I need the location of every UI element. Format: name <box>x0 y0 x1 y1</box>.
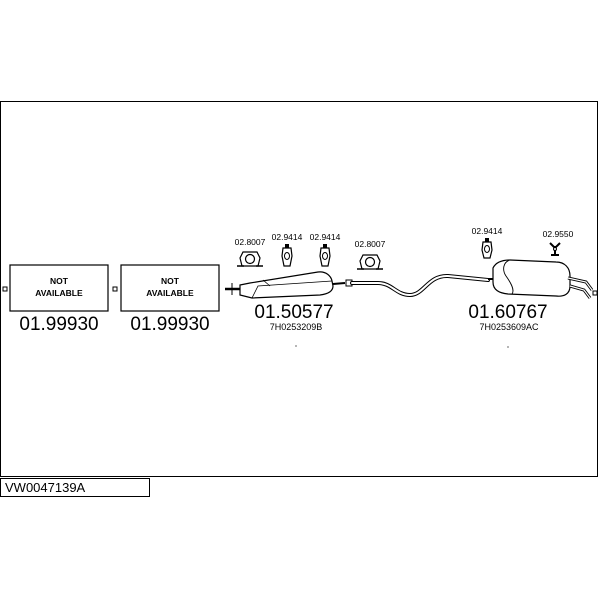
diagram-frame <box>0 101 598 477</box>
fitting-6[interactable]: 02.9550 <box>543 229 574 256</box>
fitting-1[interactable]: 02.8007 <box>235 237 266 267</box>
rear-silencer-oem: 7H0253609AC <box>479 322 539 332</box>
diagram-code: VW0047139A <box>0 478 150 497</box>
left-end-marker <box>2 286 8 292</box>
na-line2-1: AVAILABLE <box>35 288 83 298</box>
front-silencer[interactable]: 01.50577 7H0253209B <box>225 271 346 347</box>
fitting-label-5: 02.9414 <box>472 226 503 236</box>
na-part-number-2: 01.99930 <box>130 314 209 335</box>
fitting-label-2: 02.9414 <box>272 232 303 242</box>
na-line1-1: NOT <box>50 276 69 286</box>
fitting-label-4: 02.8007 <box>355 239 386 249</box>
na-line1-2: NOT <box>161 276 180 286</box>
fitting-2[interactable]: 02.9414 <box>272 232 303 267</box>
na-part-1[interactable]: NOT AVAILABLE 01.99930 <box>9 264 109 335</box>
rear-silencer-number: 01.60767 <box>468 302 547 323</box>
rubber-hanger-icon <box>319 244 331 267</box>
na-box-2 <box>120 264 220 312</box>
bracket-icon <box>549 242 561 256</box>
front-silencer-oem: 7H0253209B <box>270 322 323 332</box>
na-line2-2: AVAILABLE <box>146 288 194 298</box>
fitting-label-3: 02.9414 <box>310 232 341 242</box>
rubber-hanger-icon <box>281 244 293 267</box>
na-part-number-1: 01.99930 <box>19 314 98 335</box>
na-part-2[interactable]: NOT AVAILABLE 01.99930 <box>120 264 220 335</box>
na-box-1 <box>9 264 109 312</box>
right-end-marker <box>592 290 598 296</box>
middle-pipe[interactable] <box>345 273 490 298</box>
fitting-3[interactable]: 02.9414 <box>310 232 341 267</box>
front-silencer-number: 01.50577 <box>254 302 333 323</box>
fitting-label-1: 02.8007 <box>235 237 266 247</box>
clamp-ring-icon <box>357 254 383 270</box>
fitting-5[interactable]: 02.9414 <box>472 226 503 259</box>
clamp-ring-icon <box>237 251 263 267</box>
rear-silencer[interactable]: 01.60767 7H0253609AC <box>468 259 594 348</box>
rubber-hanger-icon <box>481 238 493 259</box>
fitting-4[interactable]: 02.8007 <box>355 239 386 270</box>
connector-marker <box>112 286 118 292</box>
fitting-label-6: 02.9550 <box>543 229 574 239</box>
